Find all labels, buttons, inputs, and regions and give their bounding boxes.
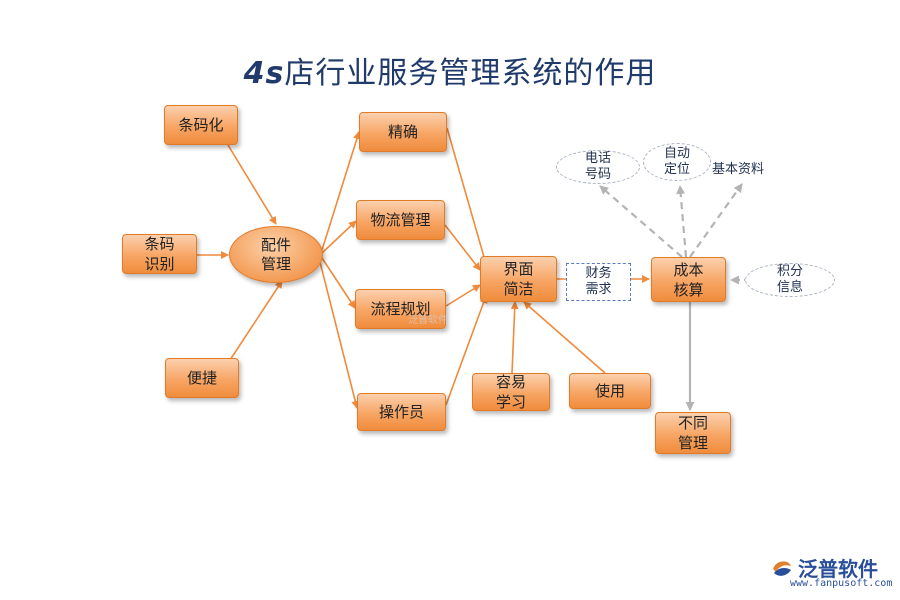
link-peijian-to-jingque: [321, 131, 361, 251]
link-peijian-to-caozuoyuan: [319, 261, 360, 409]
node-tiaomahua: 条码化: [164, 105, 238, 145]
link-tiaomahua-to-peijian: [227, 144, 277, 225]
link-caozuoyuan-to-jiemian: [445, 295, 488, 406]
fanpu-logo-icon: [773, 560, 791, 576]
brand-url: www.fanpusoft.com: [790, 578, 893, 589]
node-caiwu-xuqiu: 财务 需求: [566, 263, 631, 301]
link-rongyi-to-jiemian: [510, 301, 519, 374]
node-rongyi-xuexi: 容易 学习: [472, 373, 550, 411]
node-jingque: 精确: [359, 112, 447, 152]
node-dianhua-haoma: 电话 号码: [556, 150, 640, 184]
node-peijian-guanli: 配件 管理: [229, 226, 323, 283]
node-chengben-hesuan: 成本 核算: [651, 257, 726, 302]
node-jifen-xinxi: 积分 信息: [745, 263, 835, 297]
brand-name: 泛普软件: [798, 557, 878, 581]
link-jingque-to-jiemian: [446, 127, 488, 265]
link-shiyong-to-jiemian: [523, 301, 606, 374]
link-wuliu-to-jiemian: [444, 224, 481, 271]
node-tiaoma-shibie: 条码 识别: [122, 234, 197, 274]
node-shiyong: 使用: [569, 373, 651, 409]
node-bianjie: 便捷: [165, 358, 239, 398]
node-liucheng-guihua: 流程规划: [355, 289, 446, 329]
link-peijian-to-wuliu: [321, 220, 357, 254]
link-chengben-to-dianhua: [599, 185, 683, 258]
node-wuliu-guanli: 物流管理: [356, 200, 445, 240]
brand-logo: 泛普软件: [770, 553, 878, 582]
node-caozuoyuan: 操作员: [357, 393, 446, 431]
title-main: 店行业服务管理系统的作用: [284, 56, 657, 91]
node-zidong-dingwei: 自动 定位: [643, 143, 711, 181]
diagram-title: 4s店行业服务管理系统的作用: [0, 48, 900, 92]
node-jiben-ziliao: 基本资料: [712, 162, 765, 177]
title-prefix: 4s: [243, 56, 285, 91]
node-butong-guanli: 不同 管理: [655, 412, 731, 454]
node-jiemian-jianjie: 界面 简洁: [480, 256, 557, 302]
link-liucheng-to-jiemian: [445, 284, 481, 307]
link-chengben-to-zidong: [676, 185, 688, 258]
link-peijian-to-liucheng: [321, 257, 356, 309]
watermark-text: 泛普软件: [408, 315, 448, 326]
link-chengben-to-jiben: [689, 183, 743, 258]
link-bianjie-to-peijian: [229, 280, 283, 361]
